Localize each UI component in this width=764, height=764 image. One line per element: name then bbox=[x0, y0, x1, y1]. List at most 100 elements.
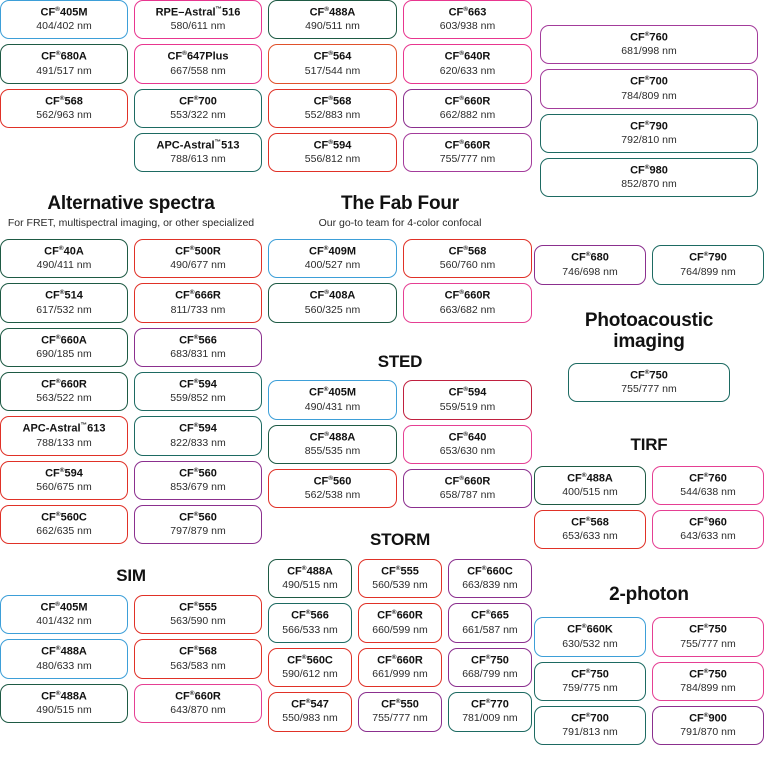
dye-name: CF®514 bbox=[45, 289, 83, 302]
dye-name: CF®660R bbox=[377, 609, 423, 623]
dye-name: CF®660A bbox=[41, 333, 87, 347]
dye-spectra: 791/870 nm bbox=[680, 726, 736, 739]
dye-name: CF®660R bbox=[175, 689, 221, 703]
dye-name: CF®700 bbox=[179, 94, 217, 108]
dye-spectra: 755/777 nm bbox=[372, 712, 428, 725]
dye-spectra: 490/515 nm bbox=[282, 579, 338, 592]
dye-spectra: 620/633 nm bbox=[439, 64, 496, 77]
dye-spectra: 553/322 nm bbox=[170, 109, 226, 122]
dye-name: CF®647Plus bbox=[167, 50, 229, 64]
dye-spectra: 791/813 nm bbox=[562, 726, 618, 739]
dye-spectra: 653/633 nm bbox=[562, 530, 618, 543]
dye-name: CF®488A bbox=[287, 565, 333, 578]
dye-spectra: 560/325 nm bbox=[304, 303, 361, 316]
dye-name: CF®555 bbox=[179, 601, 217, 614]
dye-name: CF®665 bbox=[471, 609, 509, 623]
dye-name: CF®566 bbox=[179, 333, 217, 347]
dye-spectra: 560/760 nm bbox=[439, 259, 496, 272]
section-alternative-spectra: Alternative spectra For FRET, multispect… bbox=[0, 194, 262, 545]
dye-name: CF®660R bbox=[41, 378, 87, 391]
